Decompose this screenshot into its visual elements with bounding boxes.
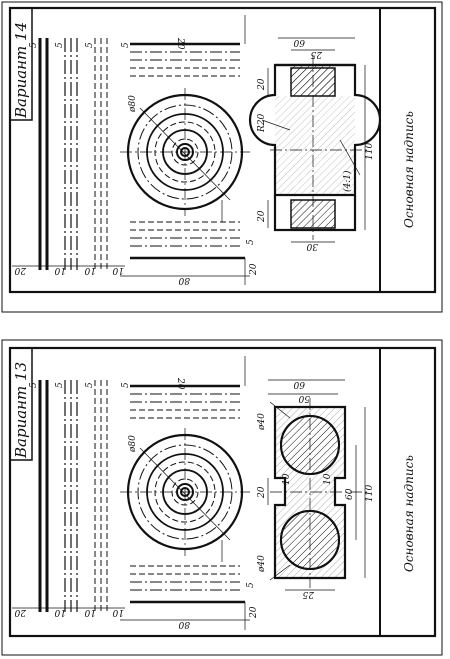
dim-label: 60 xyxy=(293,37,305,47)
horizontal-line-samples xyxy=(130,384,245,604)
dim-label: ø40 xyxy=(257,555,267,573)
dim-label: 20 xyxy=(257,78,267,91)
dim-label: 5 xyxy=(246,582,256,588)
section-view xyxy=(248,37,382,243)
dim-label: 50 xyxy=(298,393,310,403)
dim-label: 10 xyxy=(112,607,124,617)
dim-label: 5 xyxy=(55,42,65,48)
dim-label: 30 xyxy=(306,241,318,251)
outer-frame xyxy=(1,1,443,313)
dim-label: 20 xyxy=(175,37,185,50)
main-stamp-label: Основная надпись xyxy=(402,111,416,228)
circle-view xyxy=(120,428,250,562)
outer-frame xyxy=(1,339,443,656)
sheet-variant-13 xyxy=(1,339,443,656)
circle-view xyxy=(120,88,250,222)
dim-label: 5 xyxy=(85,42,95,48)
sheet-1-labels: Вариант 14 Основная надпись 5 5 5 5 5 20… xyxy=(12,22,416,285)
dim-label: 10 xyxy=(323,473,333,485)
line-samples xyxy=(38,38,108,270)
dim-label: (4:1) xyxy=(342,170,353,192)
title-box xyxy=(9,7,33,121)
dim-label: 5 xyxy=(246,239,256,245)
inner-frame xyxy=(8,6,437,294)
dim-label: 60 xyxy=(293,379,305,389)
dim-label: 25 xyxy=(302,589,315,599)
dim-label: 60 xyxy=(345,488,355,500)
dim-label: 20 xyxy=(14,607,27,617)
sheet-title: Вариант 13 xyxy=(12,362,30,459)
dim-label: 10 xyxy=(84,265,96,275)
dim-label: ø80 xyxy=(128,435,138,453)
dim-label: ø80 xyxy=(128,95,138,113)
section-view xyxy=(267,379,370,591)
dim-label: 25 xyxy=(310,49,323,59)
inner-frame xyxy=(8,346,437,638)
dim-label: R20 xyxy=(257,113,267,133)
dim-label: 20 xyxy=(257,210,267,223)
dim-label: 20 xyxy=(257,486,267,499)
sheet-variant-14 xyxy=(1,1,443,313)
dim-label: 80 xyxy=(178,275,190,285)
dim-label: 5 xyxy=(121,382,131,388)
dim-label: 5 xyxy=(55,382,65,388)
dim-label: 110 xyxy=(365,485,375,502)
sheet-title: Вариант 14 xyxy=(12,22,30,119)
dim-label: 20 xyxy=(249,263,259,276)
dim-label: 5 xyxy=(29,382,39,388)
dim-label: 5 xyxy=(85,382,95,388)
dim-label: 5 xyxy=(121,42,131,48)
dim-label: 10 xyxy=(54,265,66,275)
line-samples xyxy=(38,380,108,612)
dim-label: 10 xyxy=(54,607,66,617)
dim-label: 10 xyxy=(112,265,124,275)
dim-label: 20 xyxy=(175,377,185,390)
title-box xyxy=(9,347,33,461)
dim-label: ø40 xyxy=(257,413,267,431)
dim-label: 80 xyxy=(178,619,190,629)
dim-label: 110 xyxy=(365,143,375,160)
main-stamp-label: Основная надпись xyxy=(402,455,416,572)
dim-label: 20 xyxy=(14,265,27,275)
dim-label: 10 xyxy=(84,607,96,617)
dim-label: 20 xyxy=(249,606,259,619)
sheet-2-labels: Вариант 13 Основная надпись 5 5 5 5 5 20… xyxy=(12,362,416,629)
dim-label: 10 xyxy=(282,473,292,485)
dim-label: 5 xyxy=(29,42,39,48)
